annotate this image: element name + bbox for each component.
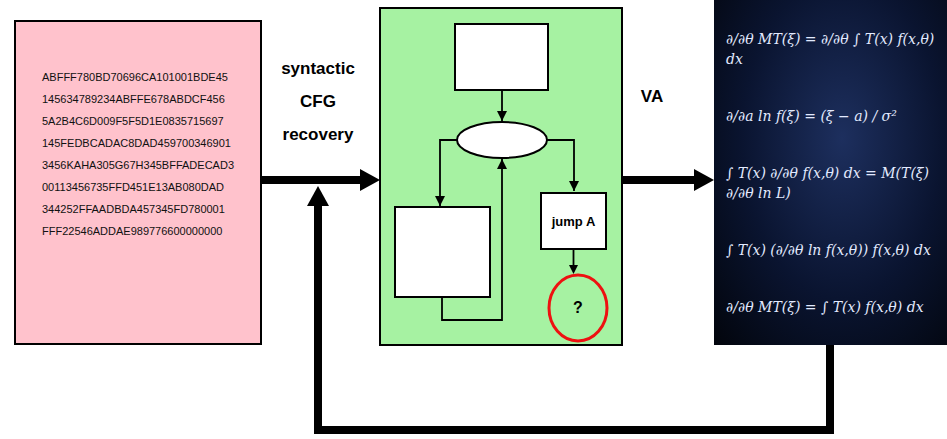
cfg-panel: jump A?	[380, 8, 622, 345]
node-text: jump A	[552, 214, 596, 229]
node-text: ∂/∂θ MT(ξ) = ∫ T(x) f(x,θ) dx	[726, 297, 939, 317]
edge-label: syntactic CFG recovery	[266, 52, 370, 151]
basic-block	[395, 207, 490, 297]
flow-connector	[262, 176, 360, 184]
node-text: ?	[573, 299, 583, 317]
hex-dump-box: ABFFF780BD70696CA101001BDE45 14563478923…	[14, 20, 262, 345]
node-text: ∫ T(x) ∂/∂θ f(x,θ) dx = M(T(ξ) ∂/∂θ ln L…	[726, 163, 939, 203]
jump-block: jump A	[540, 192, 607, 250]
branch-node	[457, 122, 547, 158]
edge-label: VA	[630, 80, 674, 113]
flow-arrow	[440, 140, 457, 206]
basic-block	[455, 24, 548, 90]
flow-connector	[622, 176, 694, 184]
node-text: ABFFF780BD70696CA101001BDE45 14563478923…	[42, 66, 254, 242]
node-text: ∂/∂a ln f(ξ) = (ξ − a) / σ²	[726, 106, 939, 126]
flow-connector	[573, 250, 575, 265]
cfg-panel-ground	[380, 8, 622, 345]
highlight-circle	[549, 275, 607, 341]
unknown-target: ?	[546, 272, 610, 344]
math-panel: ∂/∂θ MT(ξ) = ∂/∂θ ∫ T(x) f(x,θ) dx ∂/∂a l…	[714, 0, 947, 345]
flow-arrow	[501, 90, 503, 121]
node-text: ∫ T(x) (∂/∂θ ln f(x,θ)) f(x,θ) dx	[726, 240, 939, 260]
loop-arrow	[442, 159, 502, 320]
node-text: ∂/∂θ MT(ξ) = ∂/∂θ ∫ T(x) f(x,θ) dx	[726, 29, 939, 69]
flow-arrow	[547, 140, 574, 191]
